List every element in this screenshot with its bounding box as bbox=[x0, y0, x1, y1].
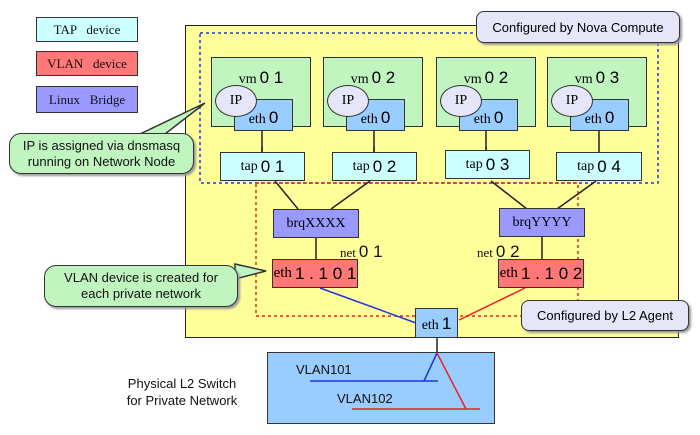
vlan-callout: VLAN device is created for each private … bbox=[44, 265, 238, 307]
switch-caption: Physical L2 Switch for Private Network bbox=[112, 375, 252, 409]
switch-caption-line: Physical L2 Switch bbox=[127, 376, 237, 391]
legend-label: TAP device bbox=[53, 21, 121, 37]
ip-badge: IP bbox=[327, 85, 369, 117]
callout-line: each private network bbox=[81, 286, 201, 301]
l2agent-note-text: Configured by L2 Agent bbox=[537, 308, 673, 323]
ip-callout-tail bbox=[139, 102, 206, 135]
l2-agent-note: Configured by L2 Agent bbox=[521, 300, 689, 331]
vlan101-label: VLAN101 bbox=[296, 362, 352, 377]
link-tap01-brq bbox=[274, 180, 299, 210]
legend-label: Linux Bridge bbox=[48, 91, 126, 107]
ip-badge: IP bbox=[440, 85, 482, 117]
switch-caption-line: for Private Network bbox=[126, 393, 238, 408]
callout-line: VLAN device is created for bbox=[64, 270, 218, 285]
link-tap03-brq bbox=[490, 180, 528, 210]
legend-vlan-device: VLAN device bbox=[36, 51, 138, 76]
nova-note-text: Configured by Nova Compute bbox=[492, 19, 664, 35]
linux-bridge: brqYYYY bbox=[499, 208, 585, 237]
ip-badge: IP bbox=[215, 85, 257, 117]
l2agent-boundary bbox=[255, 182, 579, 317]
ip-callout: IP is assigned via dnsmasq running on Ne… bbox=[9, 133, 194, 174]
legend-linux-bridge: Linux Bridge bbox=[36, 86, 138, 113]
nova-compute-note: Configured by Nova Compute bbox=[476, 11, 680, 43]
callout-line: running on Network Node bbox=[27, 153, 176, 169]
ip-badge: IP bbox=[551, 85, 593, 117]
link-eth1101-eth1 bbox=[319, 287, 417, 324]
link-tap02-brq bbox=[330, 180, 371, 210]
callout-line: IP is assigned via dnsmasq bbox=[22, 137, 181, 153]
vlan-callout-tail bbox=[234, 263, 267, 280]
vlan102-label: VLAN102 bbox=[337, 391, 393, 406]
link-tap04-brq bbox=[556, 180, 597, 210]
legend-tap-device: TAP device bbox=[36, 17, 138, 42]
link-eth1102-eth1 bbox=[458, 287, 526, 321]
legend-label: VLAN device bbox=[47, 55, 127, 71]
nova-boundary bbox=[199, 32, 659, 184]
linux-bridge: brqXXXX bbox=[273, 209, 359, 238]
